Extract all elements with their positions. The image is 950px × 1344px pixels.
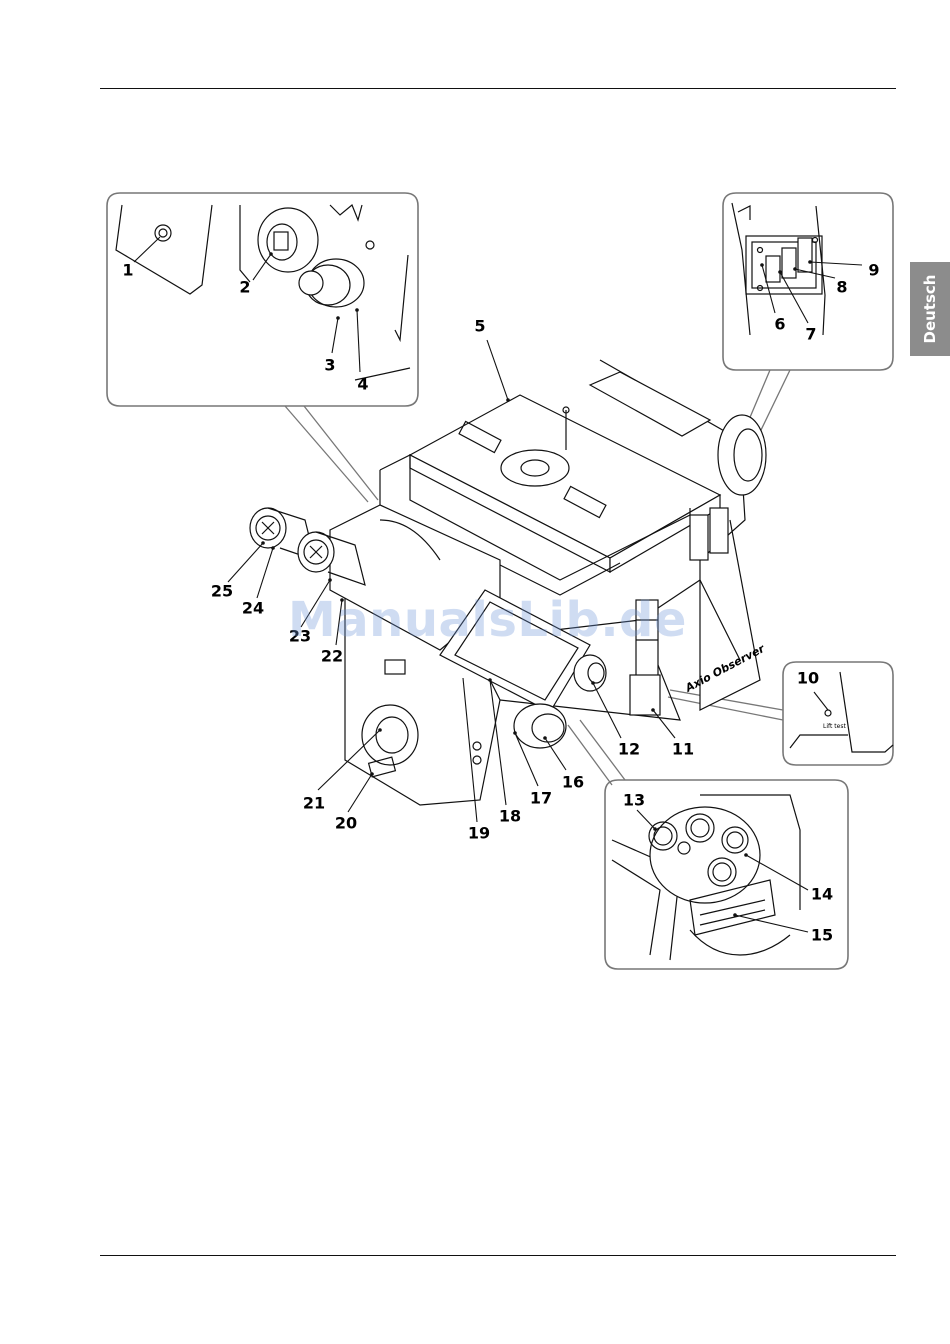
callout-18: 18 [499, 807, 521, 826]
callout-3: 3 [324, 356, 335, 375]
callout-2: 2 [239, 278, 250, 297]
callout-13: 13 [623, 791, 645, 810]
callout-14: 14 [811, 885, 833, 904]
callout-15: 15 [811, 926, 833, 945]
callout-19: 19 [468, 824, 490, 843]
callout-17: 17 [530, 789, 552, 808]
callout-9: 9 [868, 261, 879, 280]
microscope-body: Axio Observer [250, 360, 767, 805]
callout-22: 22 [321, 647, 343, 666]
callout-11: 11 [672, 740, 694, 759]
callout-5: 5 [474, 317, 485, 336]
callout-10: 10 [797, 669, 819, 688]
callout-4: 4 [357, 375, 368, 394]
callout-1: 1 [122, 261, 133, 280]
lift-test-label: Lift test [823, 723, 846, 730]
callout-21: 21 [303, 794, 325, 813]
watermark: ManualsLib.de [288, 592, 687, 648]
callout-8: 8 [836, 278, 847, 297]
callout-20: 20 [335, 814, 357, 833]
callout-12: 12 [618, 740, 640, 759]
callout-16: 16 [562, 773, 584, 792]
callout-25: 25 [211, 582, 233, 601]
callout-24: 24 [242, 599, 264, 618]
inset-top-left [107, 193, 418, 406]
callout-6: 6 [774, 315, 785, 334]
callout-7: 7 [805, 325, 816, 344]
